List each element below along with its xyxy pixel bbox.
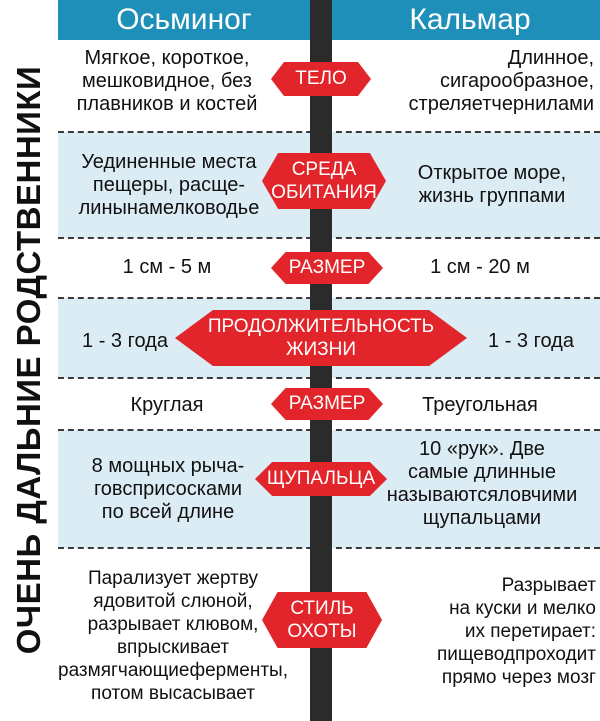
octopus-habitat: Уединенные места пещеры, расще- линынаме… <box>60 151 278 220</box>
column-title-octopus: Осьминог <box>116 3 252 36</box>
tag-tentacles: ЩУПАЛЬЦА <box>255 462 387 496</box>
text-line: линынамелководье <box>78 197 260 219</box>
squid-tentacles: 10 «рук». Две самые длинные называютсяло… <box>368 438 596 530</box>
tag-label-lines: СТИЛЬ ОХОТЫ <box>287 597 356 643</box>
tag-label: СРЕДА <box>291 159 357 180</box>
octopus-body: Мягкое, короткое, мешковидное, без плавн… <box>62 47 272 116</box>
squid-shape: Треугольная <box>365 394 595 417</box>
octopus-size: 1 см - 5 м <box>62 256 272 279</box>
tag-label: ЩУПАЛЬЦА <box>266 468 376 489</box>
text-line: ядовитой слюной, <box>93 591 253 612</box>
column-title-squid: Кальмар <box>409 3 531 36</box>
side-title: ОЧЕНЬ ДАЛЬНИЕ РОДСТВЕННИКИ <box>10 65 47 655</box>
tag-label: ОХОТЫ <box>287 621 357 642</box>
octopus-tentacles: 8 мощных рыча- говсприсосками по всей дл… <box>58 455 278 524</box>
tag-shape: РАЗМЕР <box>271 388 383 420</box>
octopus-shape: Круглая <box>62 394 272 417</box>
tag-label-lines: СРЕДА ОБИТАНИЯ <box>271 158 377 204</box>
text-line: их перетирает: <box>464 621 596 642</box>
text-line: плавников и костей <box>76 93 258 115</box>
side-banner: ОЧЕНЬ ДАЛЬНИЕ РОДСТВЕННИКИ <box>0 0 58 721</box>
text-line: по всей длине <box>101 501 235 523</box>
tag-label: РАЗМЕР <box>288 257 366 278</box>
tag-label: ОБИТАНИЯ <box>271 182 377 203</box>
tag-label: СТИЛЬ <box>290 598 354 619</box>
tag-label: РАЗМЕР <box>288 393 366 414</box>
squid-size: 1 см - 20 м <box>365 256 595 279</box>
text-line: впрыскивает <box>116 637 230 658</box>
tag-label-lines: ПРОДОЛЖИТЕЛЬНОСТЬ ЖИЗНИ <box>208 315 434 361</box>
squid-habitat: Открытое море, жизнь группами <box>392 162 592 208</box>
text-line: говсприсосками <box>93 478 243 500</box>
text-line: Разрывает <box>501 575 596 596</box>
tag-label: ЖИЗНИ <box>285 339 357 360</box>
tag-size: РАЗМЕР <box>271 252 383 284</box>
text-line: самые длинные <box>407 461 557 483</box>
text-line: Парализует жертву <box>87 568 259 589</box>
text-line: жизнь группами <box>418 185 566 207</box>
squid-lifespan: 1 - 3 года <box>466 330 596 353</box>
text-line: прямо через мозг <box>441 667 596 688</box>
text-line: Круглая <box>130 394 204 416</box>
octopus-hunting: Парализует жертву ядовитой слюной, разры… <box>58 567 288 705</box>
text-line: 8 мощных рыча- <box>91 455 245 477</box>
text-line: 1 - 3 года <box>82 330 168 352</box>
text-line: стреляетчернилами <box>408 93 594 115</box>
text-line: называютсяловчими <box>386 484 578 506</box>
text-line: 1 см - 20 м <box>430 256 530 278</box>
text-line: пещеры, расще- <box>92 174 246 196</box>
text-line: Открытое море, <box>417 162 567 184</box>
text-line: на куски и мелко <box>449 598 596 619</box>
tag-habitat: СРЕДА ОБИТАНИЯ <box>262 153 386 209</box>
text-line: щупальцами <box>422 507 542 529</box>
text-line: 1 - 3 года <box>488 330 574 352</box>
text-line: Треугольная <box>422 394 538 416</box>
tag-label: ПРОДОЛЖИТЕЛЬНОСТЬ <box>207 316 435 337</box>
text-line: Мягкое, короткое, <box>84 47 250 69</box>
text-line: 1 см - 5 м <box>122 256 212 278</box>
tag-hunting: СТИЛЬ ОХОТЫ <box>262 592 382 648</box>
tag-body: ТЕЛО <box>271 62 371 96</box>
text-line: Длинное, <box>507 47 594 69</box>
squid-hunting: Разрывает на куски и мелко их перетирает… <box>380 574 596 689</box>
text-line: разрывает клювом, <box>87 614 259 635</box>
text-line: сигарообразное, <box>439 70 594 92</box>
tag-lifespan: ПРОДОЛЖИТЕЛЬНОСТЬ ЖИЗНИ <box>175 310 467 366</box>
tag-label: ТЕЛО <box>295 68 347 89</box>
text-line: 10 «рук». Две <box>419 438 545 460</box>
text-line: потом высасывает <box>91 683 255 704</box>
text-line: Уединенные места <box>81 151 257 173</box>
squid-body: Длинное, сигарообразное, стреляетчернила… <box>362 47 594 116</box>
text-line: пищеводпроходит <box>436 644 596 665</box>
text-line: размягчающиеферменты, <box>58 660 288 681</box>
octopus-lifespan: 1 - 3 года <box>60 330 190 353</box>
text-line: мешковидное, без <box>82 70 252 92</box>
